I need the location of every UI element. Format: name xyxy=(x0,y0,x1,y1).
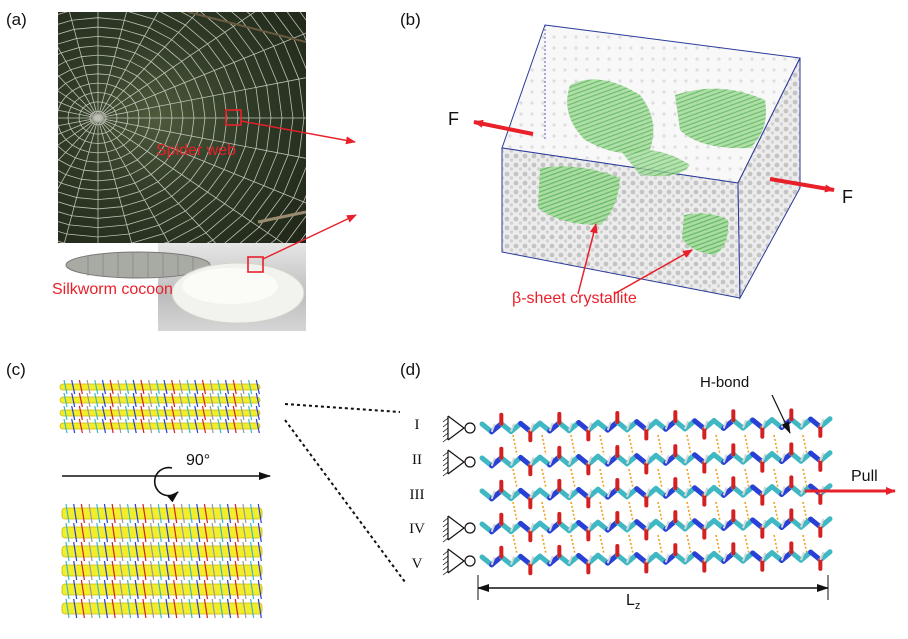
strand-label-5: V xyxy=(411,556,423,572)
lz-label: Lz xyxy=(626,592,640,612)
strand-label-4: IV xyxy=(409,521,425,537)
cocoon-zoom-arrow xyxy=(262,214,357,260)
zoom-line-top xyxy=(284,403,401,413)
fixed-anchors xyxy=(442,415,476,576)
lz-label-sub: z xyxy=(634,600,641,613)
panel-label-b: (b) xyxy=(400,10,421,29)
beta-sheet-label: β-sheet crystallite xyxy=(512,290,637,307)
silkworm-cocoon-photo xyxy=(58,243,306,331)
sheet-stack-side-view xyxy=(59,379,261,434)
crystallite-pointer-1 xyxy=(577,223,598,295)
strand-label-1: I xyxy=(414,417,420,433)
force-label-right: F xyxy=(842,187,853,207)
web-zoom-box xyxy=(225,109,242,126)
rotation-curl-icon xyxy=(153,466,179,503)
hbond-pointer xyxy=(771,394,791,434)
force-arrow-left xyxy=(473,119,534,136)
silkworm-cocoon-label: Silkworm cocoon xyxy=(52,281,173,298)
lz-label-main: L xyxy=(626,592,635,609)
panel-label-d: (d) xyxy=(400,360,421,379)
strand-label-3: III xyxy=(409,487,425,503)
panel-label-c: (c) xyxy=(6,360,26,379)
zoom-line-bottom xyxy=(284,419,406,583)
cocoon-zoom-box xyxy=(247,256,264,273)
web-zoom-arrow xyxy=(240,120,356,145)
rotation-label: 90° xyxy=(186,452,211,469)
strand-label-2: II xyxy=(412,452,422,468)
panel-label-a: (a) xyxy=(6,10,27,29)
crystallite-pointer-2 xyxy=(613,249,693,295)
sheet-stack-top-view xyxy=(61,503,263,619)
spider-web-photo xyxy=(58,12,306,246)
beta-sheet-crystallites xyxy=(538,79,766,255)
silkworm-drawing xyxy=(65,251,305,324)
hbond-label: H-bond xyxy=(700,374,750,391)
pull-label: Pull xyxy=(851,468,878,485)
spider-web-label: Spider web xyxy=(156,142,237,159)
force-arrow-right xyxy=(769,177,835,193)
peptide-strands xyxy=(479,408,833,576)
force-label-left: F xyxy=(448,109,459,129)
